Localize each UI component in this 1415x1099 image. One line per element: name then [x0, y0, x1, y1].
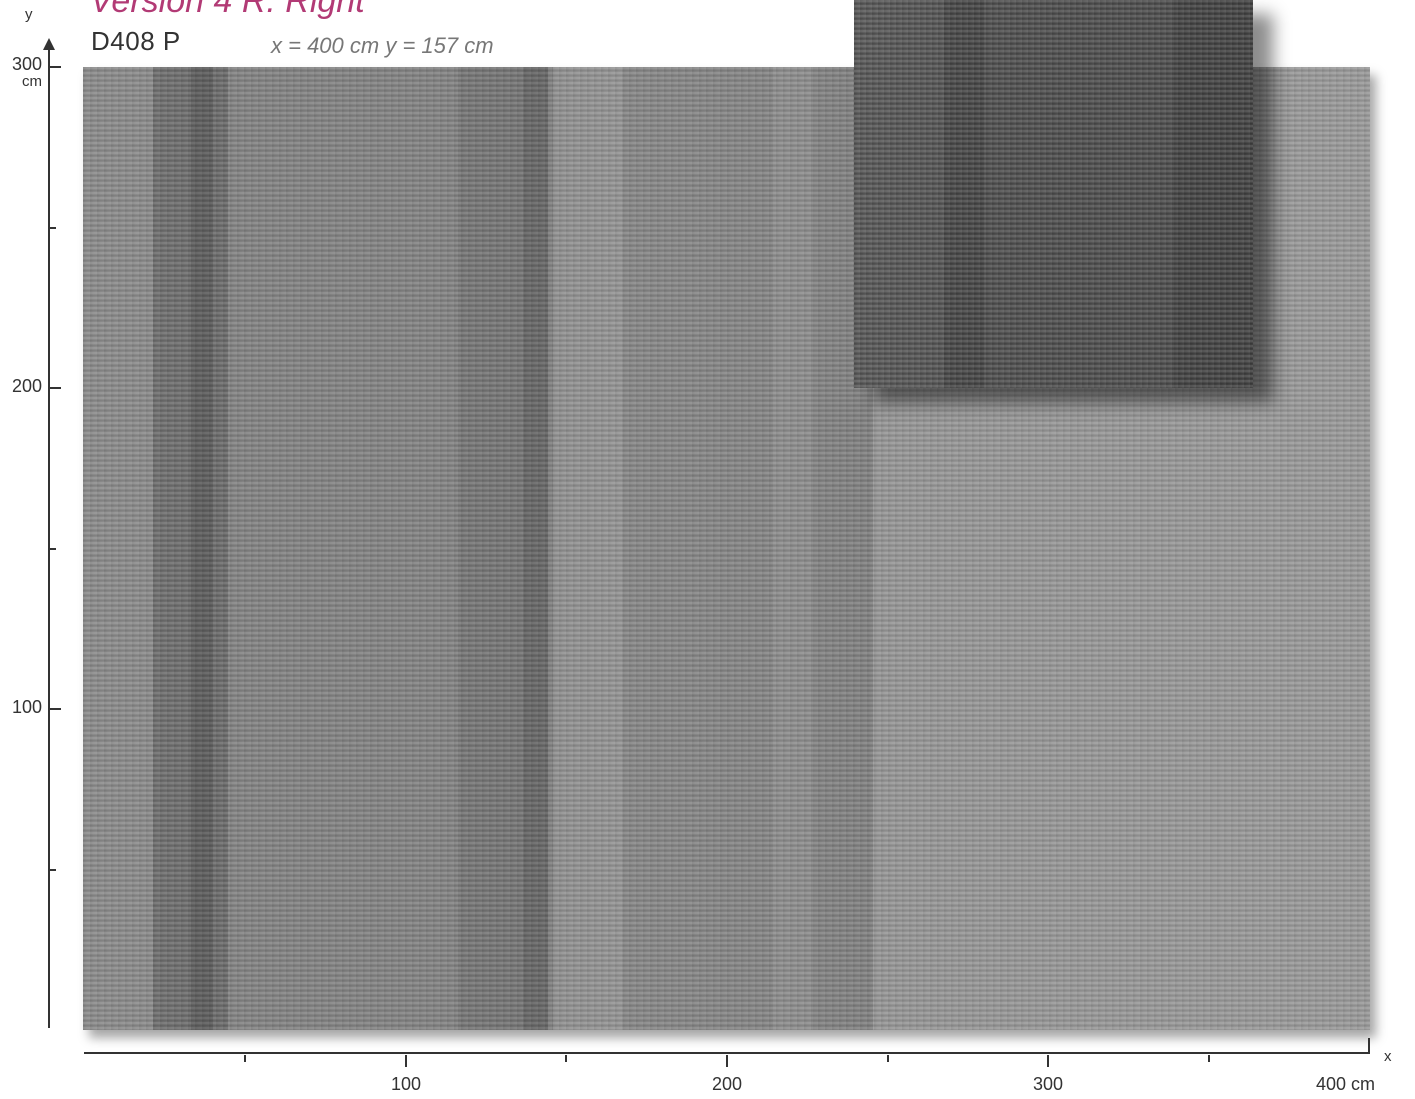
rug-stripe [191, 67, 213, 1030]
rug-detail-preview [854, 0, 1253, 388]
y-axis-arrow-icon [43, 38, 55, 50]
y-label-300: 300 [11, 54, 42, 74]
y-label-100: 100 [11, 697, 42, 717]
x-axis-line [84, 1052, 1370, 1054]
y-tick-100 [48, 708, 61, 710]
x-label-200: 200 [711, 1074, 743, 1094]
x-label-400: 400 cm [1316, 1074, 1376, 1094]
product-header: D408 P x = 400 cm y = 157 cm [91, 26, 494, 58]
x-axis-letter: x [1384, 1048, 1392, 1065]
y-tick-300 [48, 66, 61, 68]
y-axis-letter: y [25, 6, 33, 23]
y-tick-minor [48, 548, 56, 550]
x-tick-minor [244, 1055, 246, 1062]
x-tick-minor [887, 1055, 889, 1062]
x-tick-300 [1047, 1055, 1049, 1067]
y-tick-200 [48, 387, 61, 389]
version-title: Version 4 R. Right [90, 0, 365, 20]
product-code: D408 P [91, 26, 181, 56]
x-tick-minor [565, 1055, 567, 1062]
x-label-300: 300 [1032, 1074, 1064, 1094]
rug-main-preview [83, 67, 1370, 1030]
rug-detail-texture [854, 0, 1253, 388]
y-axis-line [48, 48, 50, 1028]
y-label-200: 200 [11, 376, 42, 396]
y-axis-unit: cm [22, 73, 42, 90]
x-label-100: 100 [390, 1074, 422, 1094]
x-tick-100 [405, 1055, 407, 1067]
dimensions-label: x = 400 cm y = 157 cm [271, 33, 494, 58]
rug-stripe [523, 67, 553, 1030]
x-tick-200 [726, 1055, 728, 1067]
y-tick-minor [48, 227, 56, 229]
x-axis-end-tick [1368, 1038, 1370, 1053]
y-tick-minor [48, 869, 56, 871]
x-tick-minor [1208, 1055, 1210, 1062]
